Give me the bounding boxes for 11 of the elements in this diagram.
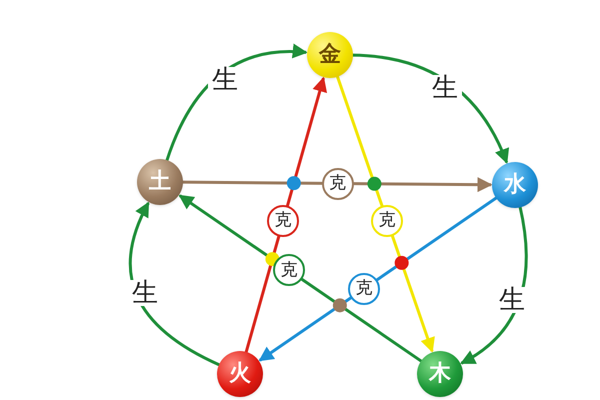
arrow [244, 76, 328, 354]
arrow [258, 196, 498, 362]
edge-label: 克 [348, 272, 380, 305]
arrow [182, 177, 492, 192]
edge-label: 克 [322, 168, 354, 200]
arrow [178, 194, 423, 363]
arrow [336, 75, 435, 353]
arrow [165, 44, 308, 162]
edge-label: 克 [267, 204, 300, 237]
edge-label: 克 [371, 204, 404, 237]
edge-label: 克 [272, 254, 305, 286]
